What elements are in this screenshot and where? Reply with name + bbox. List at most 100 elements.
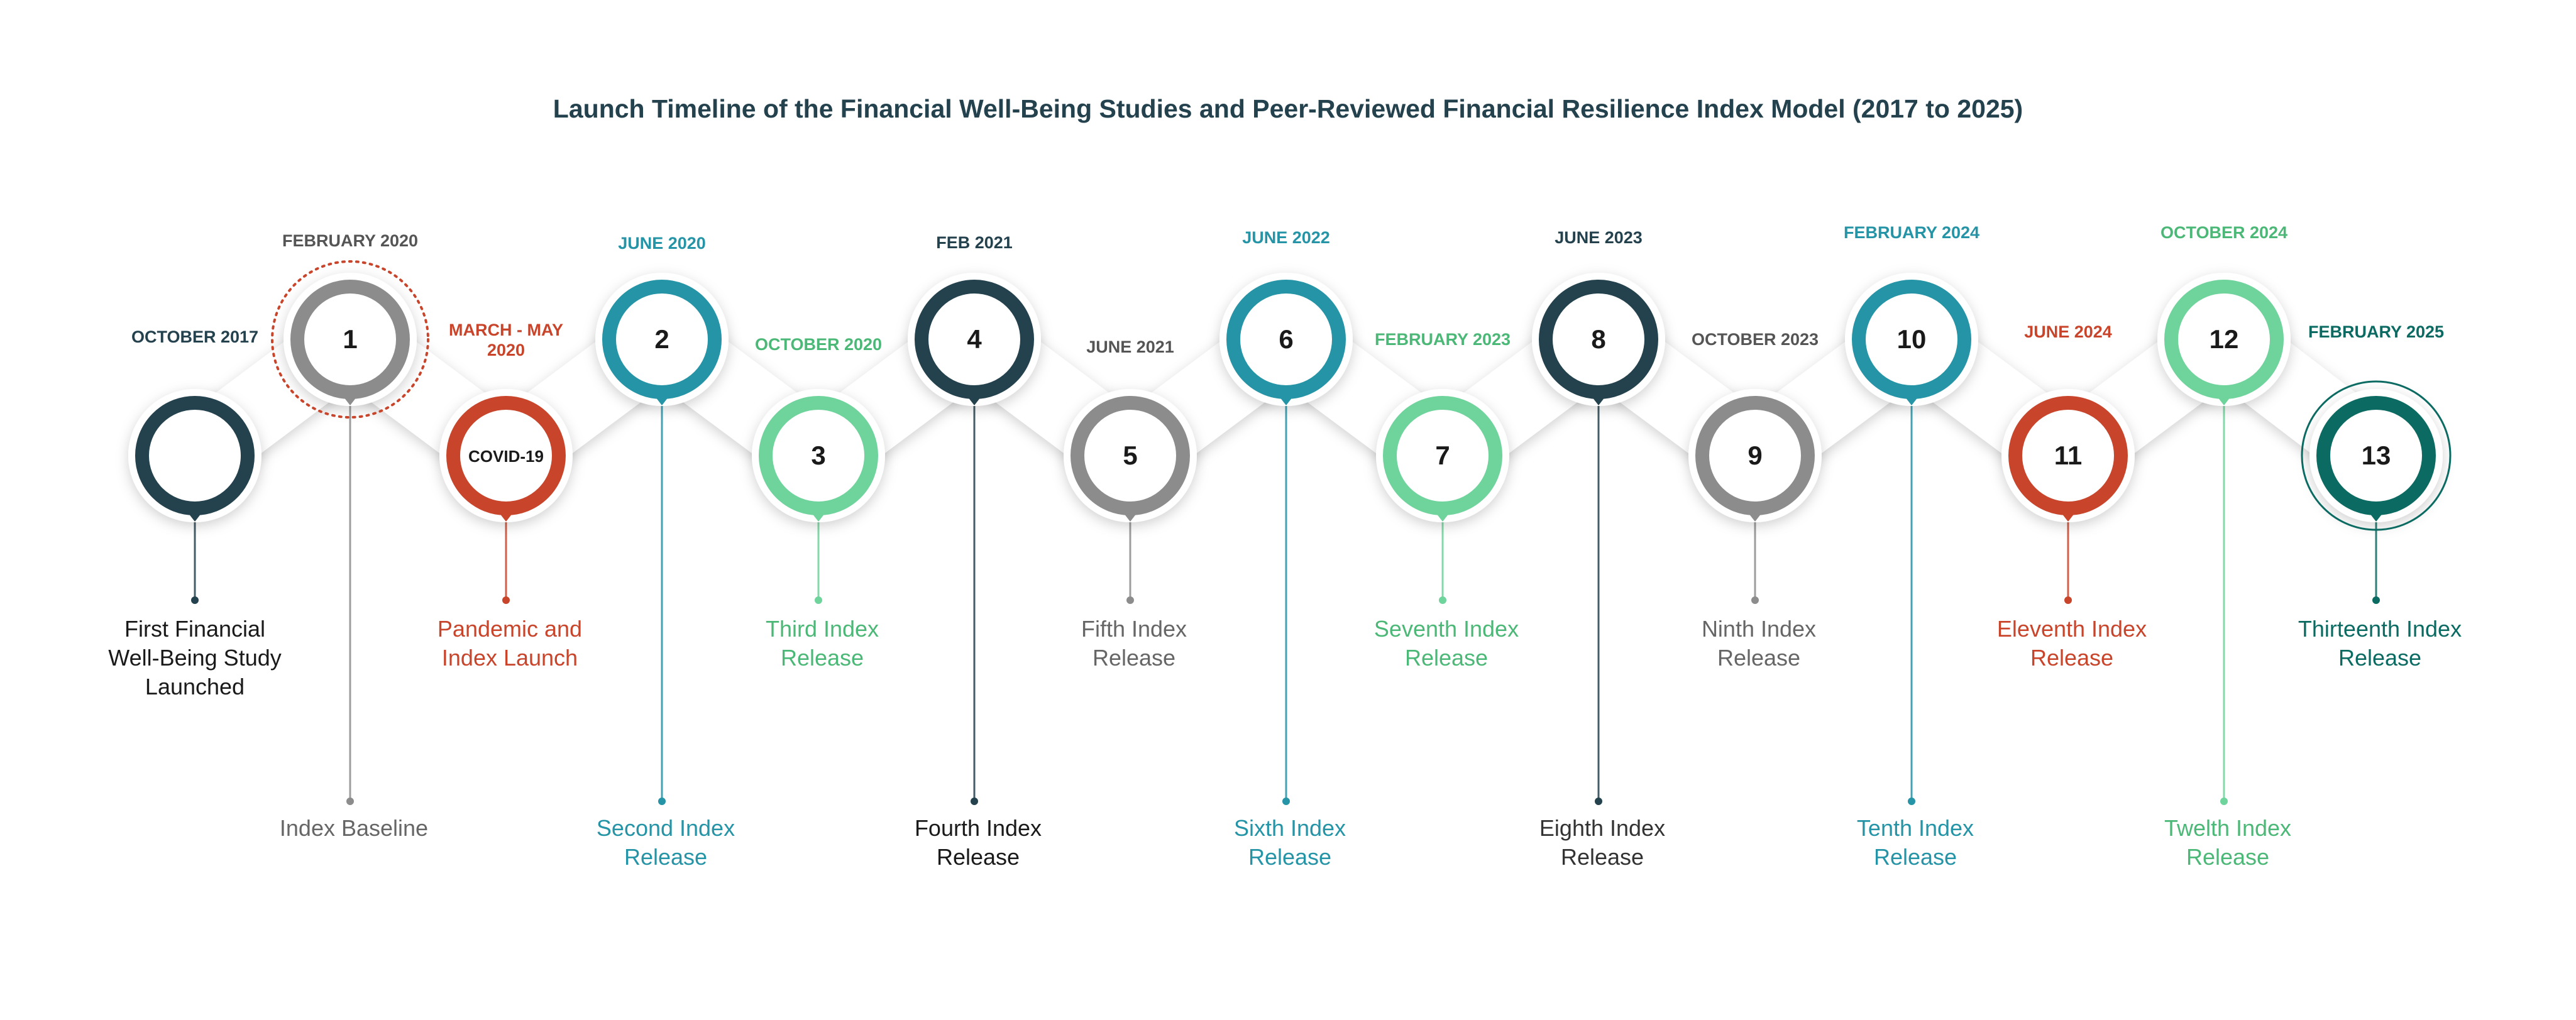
- event-label-line: Release: [2186, 844, 2270, 870]
- pointer-icon: [2367, 510, 2385, 522]
- event-date: FEB 2021: [936, 233, 1013, 252]
- pointer-icon: [1121, 510, 1139, 522]
- event-label-line: Release: [2030, 645, 2114, 671]
- event-date: FEBRUARY 2020: [282, 231, 419, 250]
- timeline-event-11: 9: [1688, 389, 1822, 604]
- event-date: JUNE 2022: [1242, 228, 1330, 247]
- node-number: 2: [654, 324, 669, 354]
- node-ring: [1383, 396, 1502, 515]
- node-ring: [602, 280, 722, 399]
- timeline-event-10: 8: [1532, 273, 1665, 805]
- event-label-line: Seventh Index: [1373, 616, 1519, 642]
- connector-dot: [1126, 596, 1134, 604]
- event-label-line: Release: [1092, 645, 1176, 671]
- pointer-icon: [653, 394, 671, 405]
- node-number: 10: [1897, 324, 1927, 354]
- node-number: 3: [811, 441, 825, 470]
- pointer-icon: [810, 510, 827, 522]
- connector-dot: [2220, 798, 2228, 805]
- connector-dot: [346, 798, 354, 805]
- event-label: Index Baseline: [241, 814, 467, 843]
- node-number: 13: [2362, 441, 2391, 470]
- connector-dot: [815, 596, 822, 604]
- node-number: 12: [2210, 324, 2239, 354]
- pointer-icon: [341, 394, 359, 405]
- node-number: COVID-19: [468, 447, 544, 466]
- event-label-line: Well-Being Study: [108, 645, 282, 671]
- timeline-event-6: 4: [908, 273, 1041, 805]
- event-date: JUNE 2024: [2024, 322, 2112, 341]
- timeline-event-12: 10: [1845, 273, 1978, 805]
- dotted-ring-icon: [271, 260, 429, 419]
- timeline-event-4: 2: [595, 273, 729, 805]
- event-date: OCTOBER 2024: [2160, 223, 2288, 242]
- node-ring: [2164, 280, 2284, 399]
- node-ring: [2008, 396, 2128, 515]
- node-ring: [2316, 396, 2436, 515]
- event-label-line: Second Index: [596, 815, 735, 841]
- event-label-line: Thirteenth Index: [2298, 616, 2462, 642]
- event-label-line: Fifth Index: [1081, 616, 1187, 642]
- node-ring: [915, 280, 1034, 399]
- node-ring: [446, 396, 566, 515]
- event-date: MARCH - MAY 2020: [449, 321, 563, 359]
- pointer-icon: [1434, 510, 1451, 522]
- event-label-line: Release: [780, 645, 864, 671]
- pointer-icon: [1590, 394, 1607, 405]
- timeline-event-13: 11: [2001, 389, 2135, 604]
- connector-dot: [2372, 596, 2380, 604]
- event-label-line: Index Baseline: [279, 815, 429, 841]
- outer-ring-icon: [2301, 380, 2452, 531]
- node-number: 5: [1123, 441, 1137, 470]
- event-label-line: Release: [1873, 844, 1957, 870]
- connector-dot: [1751, 596, 1759, 604]
- connector-dot: [502, 596, 510, 604]
- timeline-event-5: 3: [752, 389, 885, 604]
- connector-dot: [1439, 596, 1446, 604]
- node-ring: [759, 396, 878, 515]
- timeline-event-3: COVID-19: [439, 389, 573, 604]
- timeline-event-14: 12: [2157, 273, 2291, 805]
- node-number: 4: [967, 324, 982, 354]
- event-date: OCTOBER 2023: [1691, 330, 1819, 349]
- event-date: OCTOBER 2017: [131, 327, 259, 346]
- node-ring: [1071, 396, 1190, 515]
- connector-dot: [1908, 798, 1915, 805]
- node-number: 7: [1435, 441, 1450, 470]
- timeline-event-1: [128, 389, 261, 604]
- node-number: 6: [1279, 324, 1293, 354]
- chart-title: Launch Timeline of the Financial Well-Be…: [553, 94, 2023, 123]
- event-label-line: Twelth Index: [2164, 815, 2292, 841]
- node-number: 1: [343, 324, 357, 354]
- node-number: 9: [1748, 441, 1762, 470]
- event-label-line: Sixth Index: [1233, 815, 1346, 841]
- event-label-line: Tenth Index: [1856, 815, 1974, 841]
- event-label-line: First Financial: [124, 616, 266, 642]
- event-label-line: Release: [1404, 645, 1489, 671]
- pointer-icon: [2215, 394, 2233, 405]
- event-label-line: Eleventh Index: [1996, 616, 2147, 642]
- connector-dot: [191, 596, 199, 604]
- event-label-line: Release: [624, 844, 708, 870]
- event-date: JUNE 2023: [1555, 228, 1643, 247]
- connector-dot: [2064, 596, 2072, 604]
- node-ring: [1226, 280, 1346, 399]
- event-label-line: Fourth Index: [914, 815, 1042, 841]
- timeline-event-7: 5: [1064, 389, 1197, 604]
- timeline-event-8: 6: [1219, 273, 1353, 805]
- pointer-icon: [186, 510, 204, 522]
- event-date: JUNE 2020: [618, 234, 706, 253]
- pointer-icon: [1277, 394, 1295, 405]
- node-number: 11: [2054, 441, 2082, 470]
- event-label-line: Index Launch: [441, 645, 578, 671]
- node-ring: [290, 280, 410, 399]
- event-label-line: Ninth Index: [1701, 616, 1817, 642]
